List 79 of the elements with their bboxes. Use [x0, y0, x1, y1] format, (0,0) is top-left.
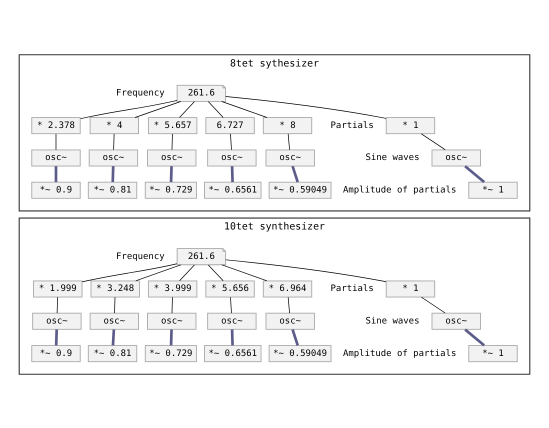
node-box: osc~ — [432, 148, 481, 166]
connector — [221, 100, 268, 118]
connector — [172, 133, 173, 150]
label: Amplitude of partials — [342, 348, 456, 358]
node-box: *~ 0.9 — [31, 344, 81, 362]
label: Amplitude of partials — [342, 185, 456, 196]
node-box: osc~ — [147, 148, 196, 166]
connector — [54, 166, 58, 182]
label: Sine waves — [366, 152, 420, 163]
node-box: * 3.248 — [90, 280, 140, 297]
node-box: *~ 0.81 — [88, 344, 138, 362]
connector — [464, 328, 486, 346]
node-label: Frequency — [116, 251, 165, 262]
connector — [225, 258, 386, 282]
node-box: * 1 — [386, 280, 436, 297]
node-box: *~ 0.9 — [31, 181, 81, 198]
connector — [420, 132, 446, 150]
node-box: *~ 1 — [468, 181, 518, 198]
node-box: osc~ — [266, 312, 315, 330]
connector — [114, 296, 116, 313]
node-box: osc~ — [266, 148, 315, 166]
node-box: osc~ — [88, 148, 138, 166]
connector — [112, 329, 116, 345]
connector — [135, 264, 182, 281]
connector — [179, 264, 195, 281]
connector — [288, 133, 290, 150]
node-box: 6.727 — [205, 116, 255, 134]
connector — [82, 262, 178, 282]
node-box: *~ 0.6561 — [204, 181, 262, 198]
connector — [134, 100, 182, 118]
node-box: osc~ — [432, 312, 481, 330]
connector — [179, 100, 195, 118]
connector — [225, 96, 386, 118]
connector — [230, 166, 234, 182]
node-box: * 1 — [386, 116, 436, 134]
node-box: * 1.999 — [33, 280, 82, 297]
node-box: osc~ — [90, 312, 139, 330]
connector — [56, 296, 58, 313]
node-box: * 5.656 — [205, 280, 255, 297]
node-box: * 5.657 — [148, 116, 198, 134]
node-box: * 8 — [262, 116, 312, 134]
connector — [291, 328, 299, 346]
connector — [288, 296, 290, 313]
connector — [208, 264, 224, 281]
connector — [221, 264, 268, 281]
node-box: osc~ — [207, 148, 257, 166]
connector — [170, 329, 173, 345]
node-box: osc~ — [207, 312, 257, 330]
node-box: * 2.378 — [31, 116, 81, 134]
connector — [170, 166, 173, 182]
label: Partials — [330, 120, 374, 130]
label: Sine waves — [366, 316, 420, 326]
node-box: * 3.999 — [148, 280, 198, 297]
node-box: *~ 0.6561 — [204, 344, 262, 362]
connector — [54, 329, 58, 345]
node-label: Frequency — [116, 88, 165, 98]
connector — [80, 100, 178, 119]
connector — [113, 133, 114, 150]
connector — [230, 133, 232, 150]
connector — [230, 296, 232, 313]
node-box: * 6.964 — [262, 280, 312, 297]
connector — [420, 296, 446, 313]
connector — [464, 164, 486, 183]
node-box: osc~ — [31, 148, 81, 166]
node-box: *~ 1 — [468, 344, 518, 362]
node-box: *~ 0.81 — [88, 181, 138, 198]
connector — [172, 296, 173, 313]
node-box: *~ 0.729 — [144, 344, 197, 362]
node-box: osc~ — [147, 312, 196, 330]
label: Partials — [330, 284, 374, 294]
connector — [291, 165, 299, 182]
connector — [230, 329, 234, 345]
node-box: *~ 0.59049 — [268, 181, 332, 198]
node-box: * 4 — [90, 116, 139, 134]
node-box: *~ 0.59049 — [268, 344, 332, 362]
connector — [111, 166, 115, 182]
node-box: *~ 0.729 — [144, 181, 197, 198]
connector — [208, 100, 224, 118]
node-box: osc~ — [32, 312, 82, 330]
